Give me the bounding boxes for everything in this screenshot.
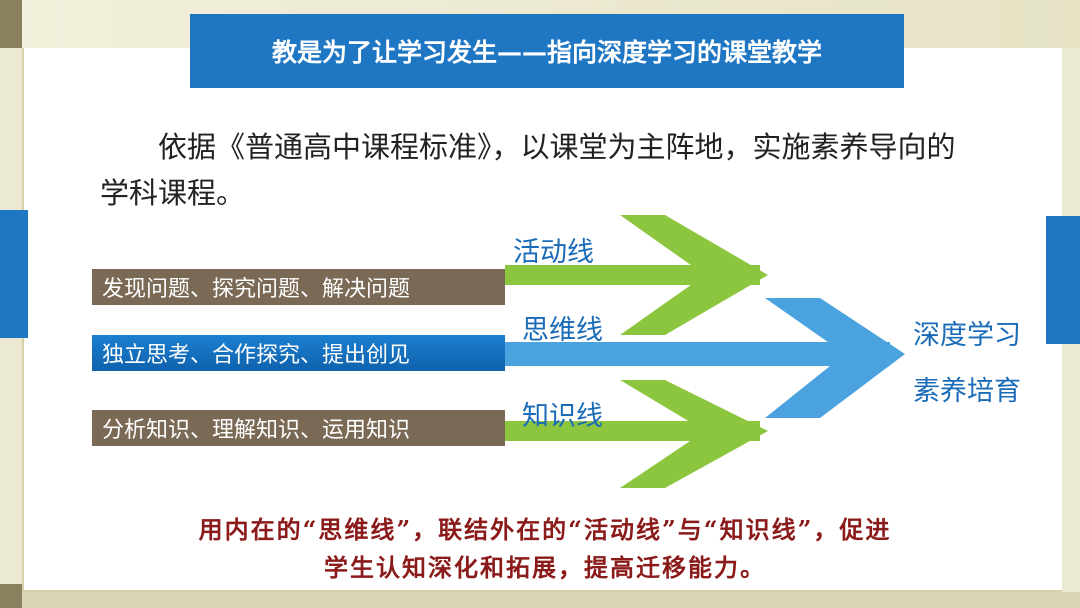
- thinking-line-label: 思维线: [522, 315, 603, 346]
- summary-line-1: 用内在的“思维线”，联结外在的“活动线”与“知识线”，促进: [198, 515, 892, 544]
- activity-arrow-shaft: [505, 265, 760, 285]
- tag-problem-solving: 发现问题、探究问题、解决问题: [92, 269, 505, 305]
- tag-independent-thinking: 独立思考、合作探究、提出创见: [92, 335, 505, 371]
- activity-line-label: 活动线: [513, 237, 594, 268]
- summary-line-2: 学生认知深化和拓展，提高迁移能力。: [324, 553, 766, 582]
- thinking-arrow-head: [765, 298, 905, 418]
- thinking-arrow-shaft: [505, 342, 890, 366]
- knowledge-arrow-head: [620, 380, 768, 488]
- decorative-strip-bottom: [0, 584, 22, 608]
- title-banner: 教是为了让学习发生——指向深度学习的课堂教学: [190, 14, 904, 88]
- knowledge-arrow-shaft: [505, 421, 760, 441]
- result-literacy-cultivation: 素养培育: [913, 376, 1021, 407]
- tag-knowledge-use: 分析知识、理解知识、运用知识: [92, 410, 505, 446]
- right-accent-bar: [1046, 216, 1080, 344]
- background-bottom: [0, 592, 1080, 608]
- result-deep-learning: 深度学习: [913, 320, 1021, 351]
- knowledge-line-label: 知识线: [522, 401, 603, 432]
- decorative-strip-top: [0, 0, 22, 48]
- activity-arrow-head: [620, 215, 768, 335]
- left-accent-bar: [0, 210, 28, 338]
- slide-panel: [22, 48, 1062, 592]
- intro-text: 依据《普通高中课程标准》，以课堂为主阵地，实施素养导向的学科课程。: [100, 130, 956, 210]
